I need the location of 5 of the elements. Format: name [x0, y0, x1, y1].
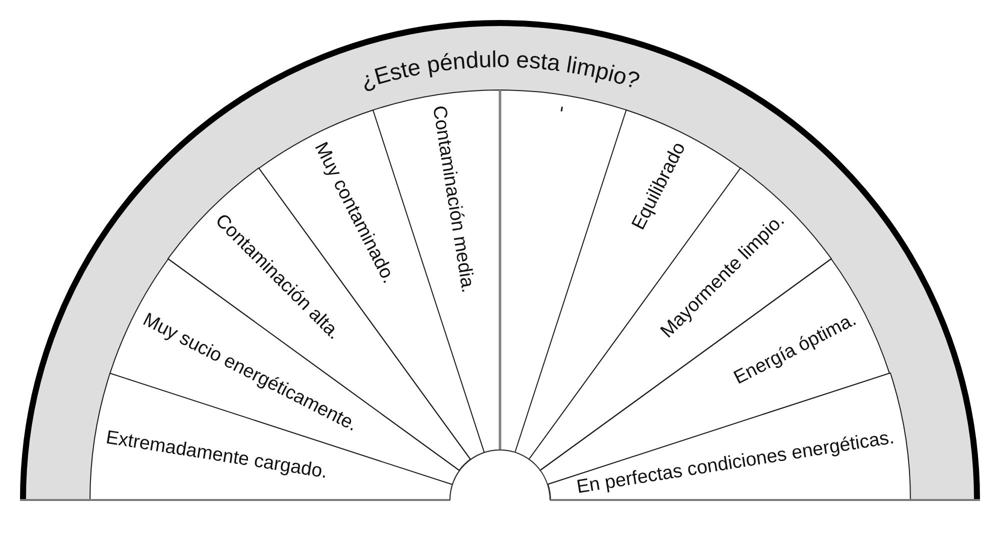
chart-title: ¿Este péndulo esta limpio?	[357, 46, 643, 94]
sector-label: -	[550, 104, 574, 114]
sector-label: Contaminación media.	[426, 104, 478, 294]
pendulum-sector	[499, 89, 628, 454]
sector-label: En perfectas condiciones energéticas.	[575, 426, 896, 499]
